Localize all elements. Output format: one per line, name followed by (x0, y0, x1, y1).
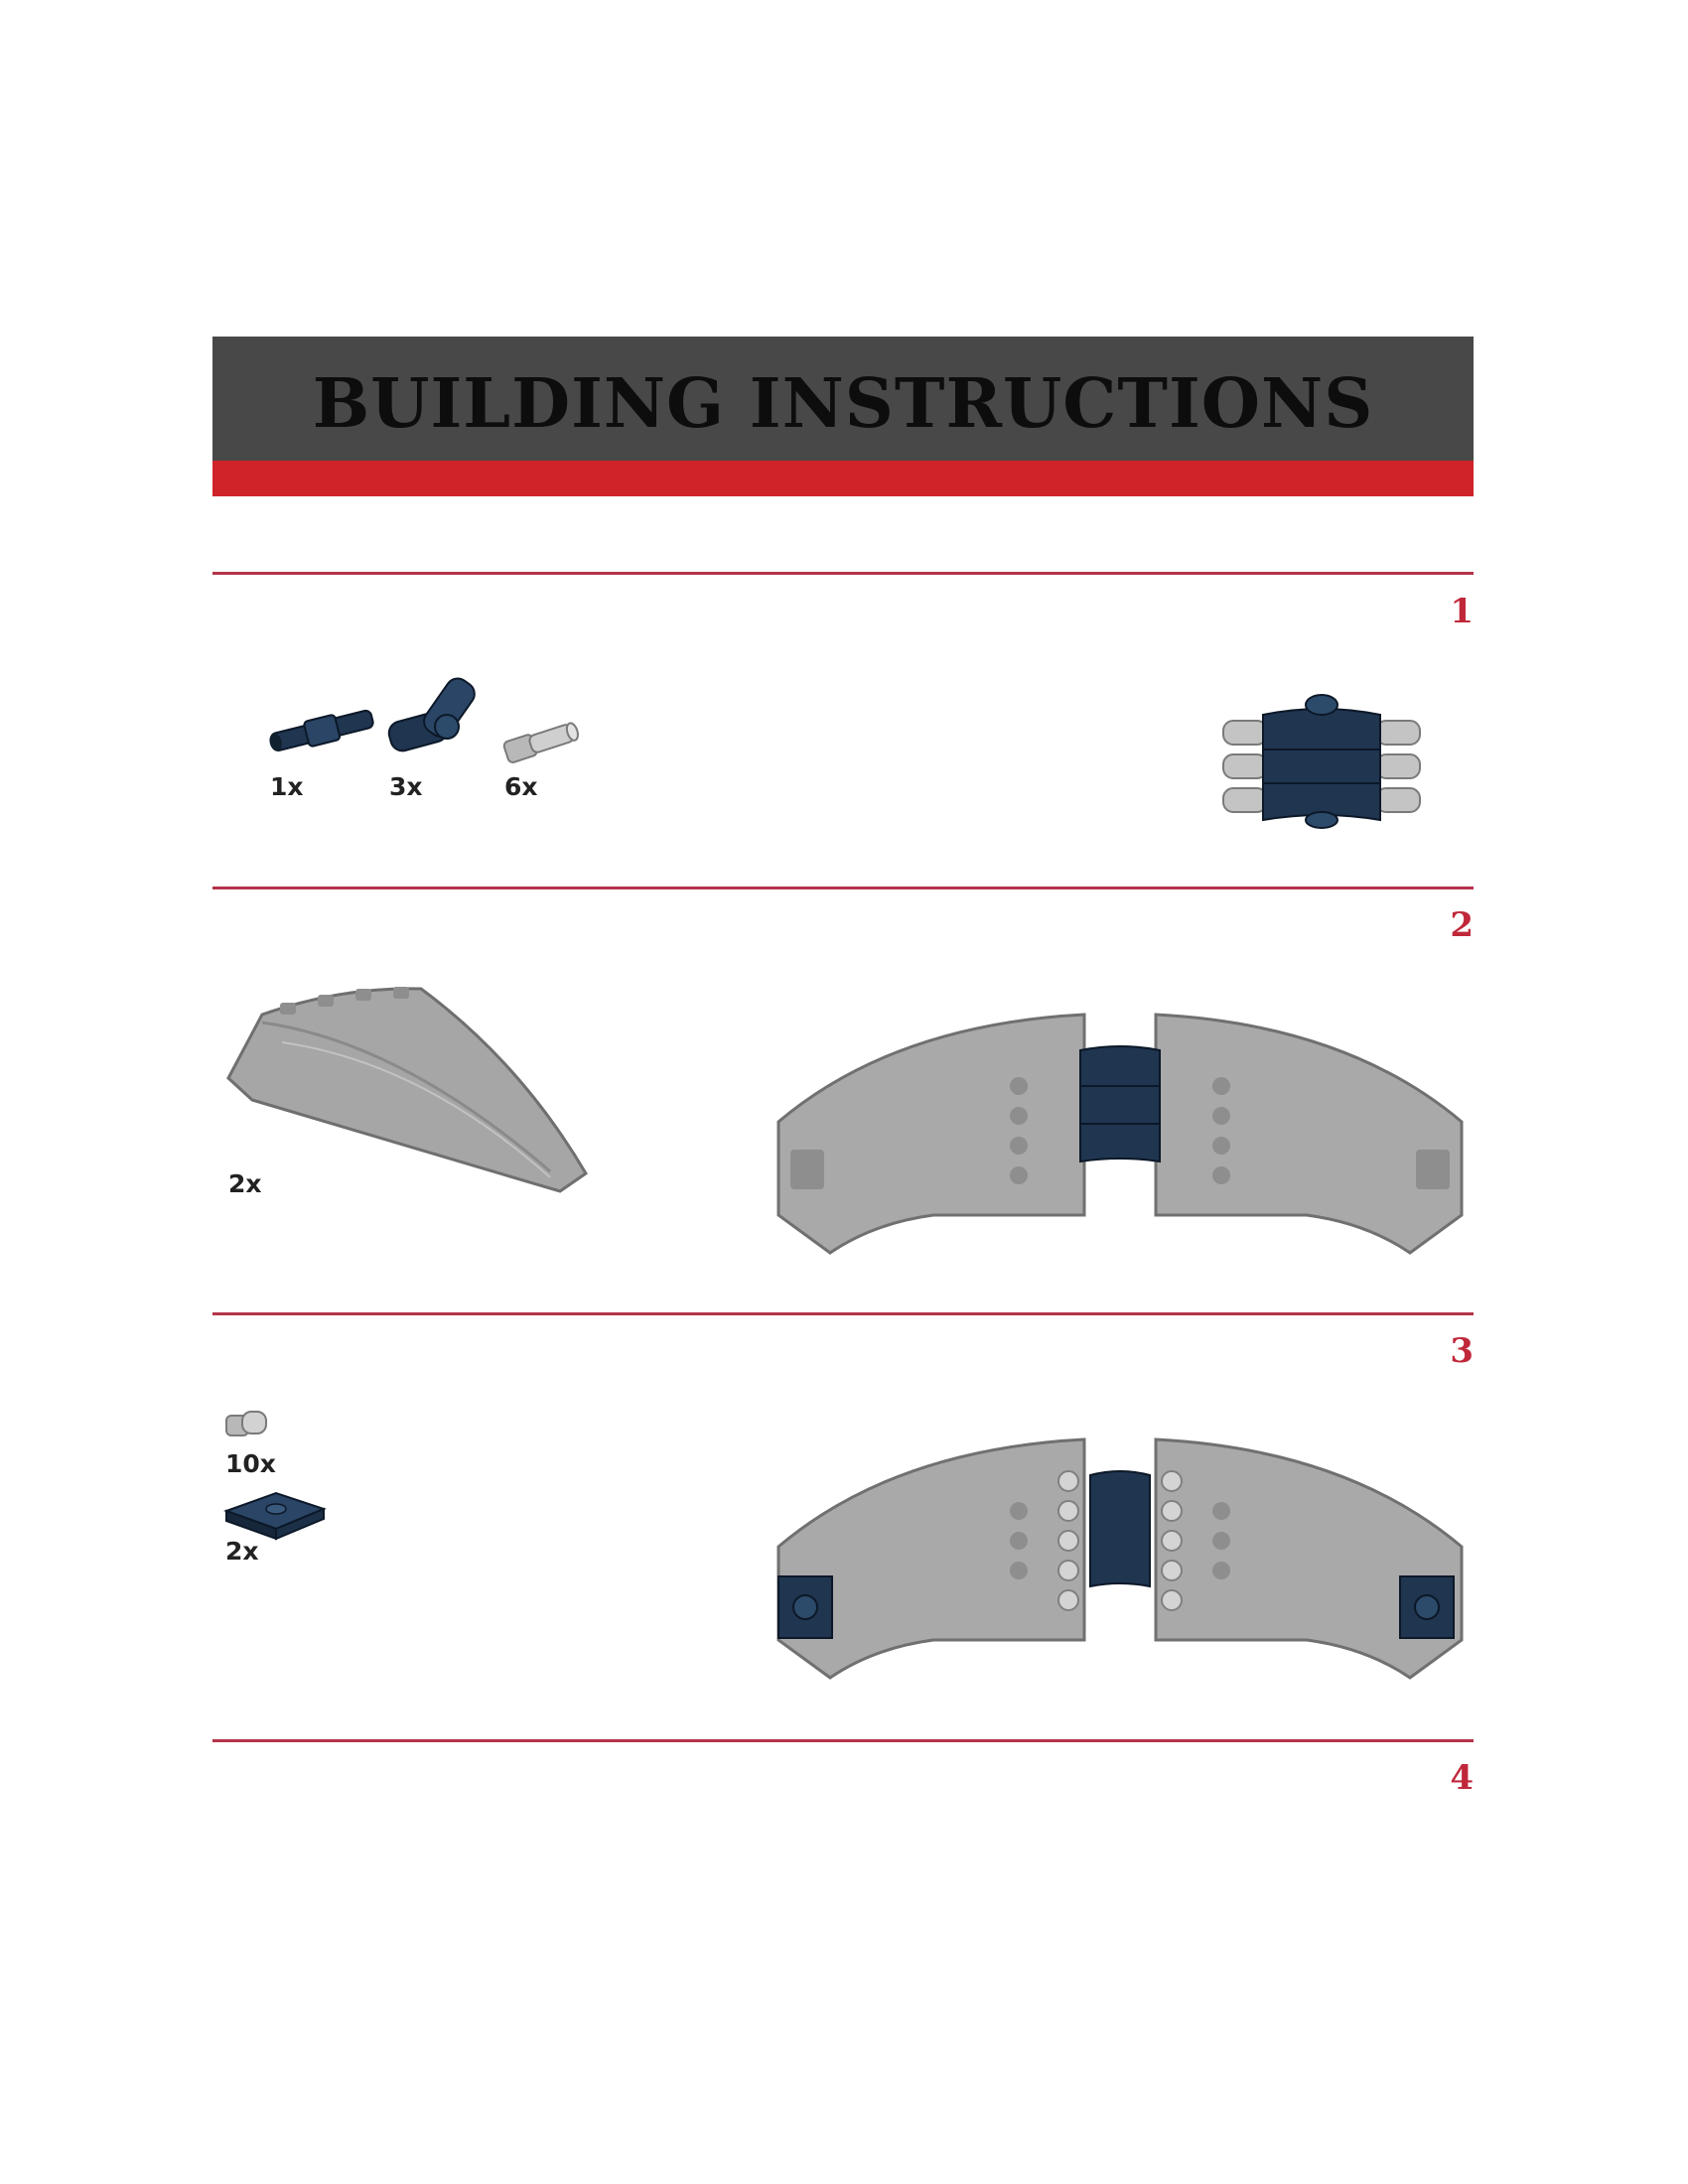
part-count: 3x (389, 772, 423, 801)
part-count: 6x (504, 772, 538, 801)
step-1-number: 1 (1450, 592, 1474, 631)
pin-icon (225, 1411, 267, 1436)
banner-dark-bar: BUILDING INSTRUCTIONS (212, 337, 1474, 461)
step-2-assembly-illustration (776, 1013, 1464, 1255)
step-4-number: 4 (1450, 1758, 1474, 1798)
page-title: BUILDING INSTRUCTIONS (312, 363, 1374, 444)
part-count: 2x (228, 1169, 262, 1198)
curved-wedge-panel-icon (226, 987, 589, 1193)
step-divider (212, 1739, 1474, 1742)
angle-connector-icon (387, 677, 476, 752)
step-2-number: 2 (1450, 905, 1474, 945)
step-divider (212, 887, 1474, 889)
part-count: 10x (225, 1449, 276, 1478)
plate-2x2-icon (223, 1491, 327, 1541)
step-divider (212, 1312, 1474, 1315)
pin-icon (502, 722, 579, 763)
part-count: 2x (225, 1537, 259, 1566)
part-count: 1x (270, 772, 304, 801)
header-banner: BUILDING INSTRUCTIONS (212, 337, 1474, 496)
step-3-assembly-illustration (776, 1437, 1464, 1680)
step-1-assembly-illustration (1222, 694, 1421, 829)
step-3-number: 3 (1450, 1331, 1474, 1371)
step-divider (212, 572, 1474, 575)
axle-connector-icon (269, 709, 374, 752)
banner-red-stripe (212, 461, 1474, 496)
